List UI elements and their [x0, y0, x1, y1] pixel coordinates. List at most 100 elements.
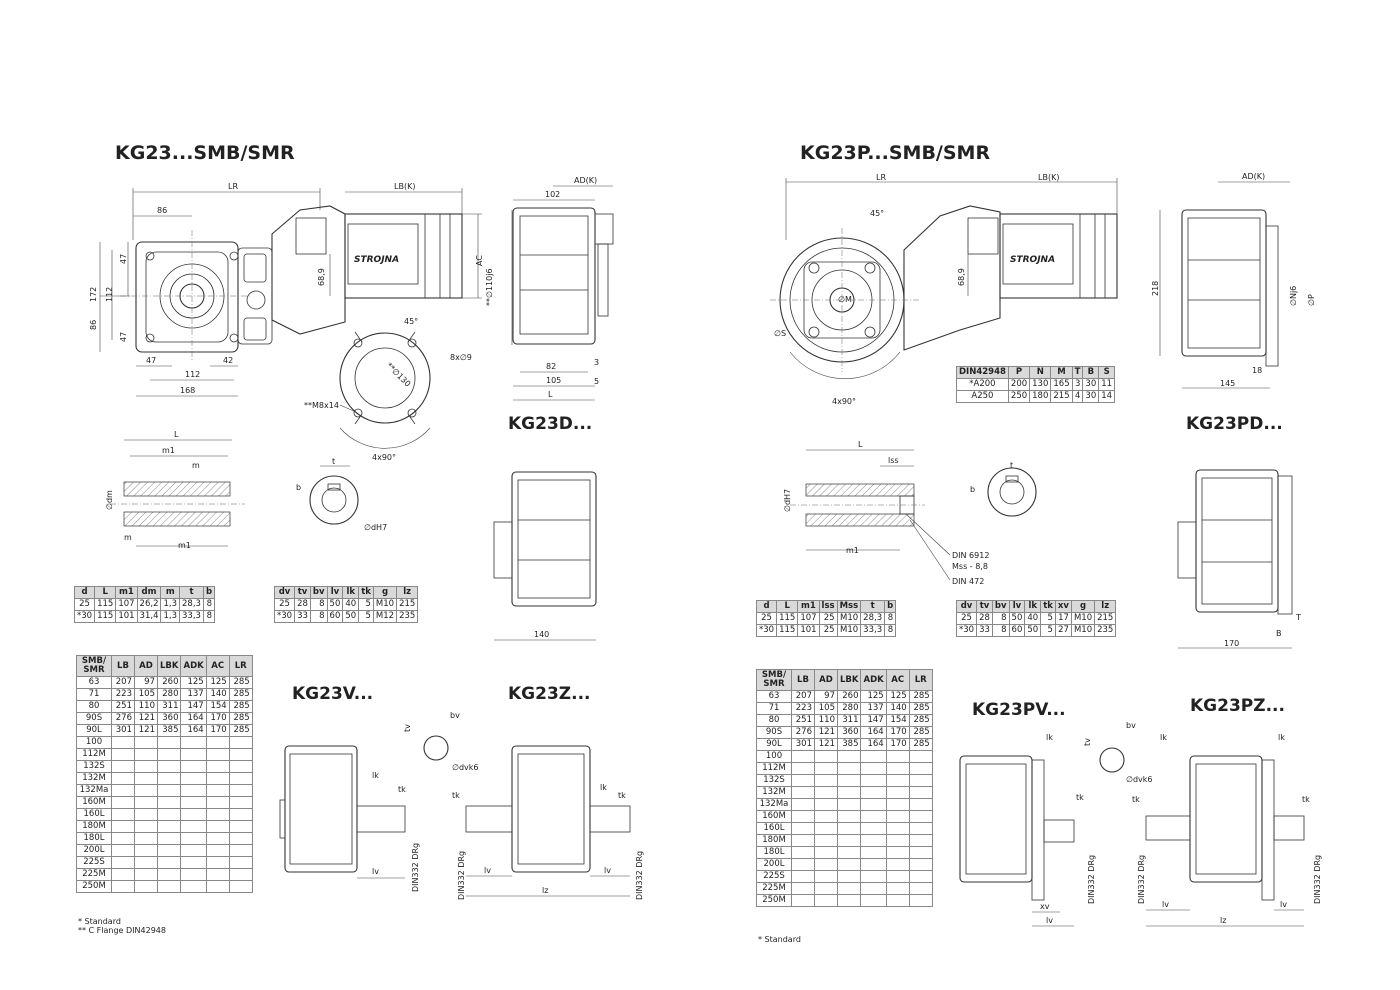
table-cell: 121 — [134, 712, 158, 725]
table-cell: 170 — [205, 712, 230, 725]
table-header-cell: Mss — [836, 600, 862, 613]
table-cell: 280 — [836, 702, 862, 715]
table-cell: 250 — [1007, 390, 1031, 403]
table-cell — [836, 894, 862, 907]
label-pv-din332: DIN332 DRg — [1087, 855, 1096, 904]
dim-pv-bv: bv — [1126, 721, 1136, 730]
table-cell — [205, 832, 230, 845]
table-cell — [228, 868, 253, 881]
table-cell — [111, 856, 135, 869]
table-cell — [156, 868, 182, 881]
table-row: 112M — [76, 748, 253, 761]
table-cell — [836, 882, 862, 895]
dim-v-bv: bv — [450, 711, 460, 720]
table-cell — [814, 870, 838, 883]
label-m8x14: **M8x14 — [304, 401, 339, 410]
table-header-cell: t — [860, 600, 886, 613]
table-cell: 132S — [76, 760, 112, 773]
dim-4x90: 4x90° — [372, 453, 396, 462]
table-cell — [205, 736, 230, 749]
table-cell — [791, 762, 815, 775]
table-cell: M10 — [372, 598, 398, 611]
table-cell — [908, 822, 933, 835]
table-cell: 285 — [908, 690, 933, 703]
table-row: 132S — [756, 774, 933, 787]
table-header-cell: b — [202, 586, 216, 599]
table-cell: 180L — [756, 846, 792, 859]
table-cell: 105 — [814, 702, 838, 715]
table-cell — [836, 762, 862, 775]
table-cell: 180M — [756, 834, 792, 847]
table-cell — [860, 762, 887, 775]
table-cell — [156, 820, 182, 833]
table-row: 132Ma — [756, 798, 933, 811]
dim-p-m1: m1 — [846, 546, 859, 555]
table-cell — [111, 772, 135, 785]
table-cell: 5 — [358, 610, 374, 623]
table-cell — [156, 796, 182, 809]
p-flange-view: ∅M ∅S 45° 4x90° — [770, 209, 920, 406]
table-cell: 100 — [756, 750, 792, 763]
table-header-cell: AC — [885, 669, 910, 691]
table-cell: 8 — [202, 610, 216, 623]
table-cell — [836, 870, 862, 883]
label-din6912: DIN 6912 — [952, 551, 989, 560]
table-cell: 285 — [228, 688, 253, 701]
table-cell — [180, 844, 207, 857]
table-cell — [836, 774, 862, 787]
dim-pv-lk: lk — [1046, 733, 1053, 742]
table-cell: 276 — [791, 726, 815, 739]
gearbox-end-view: 102 AD(K) **∅110j6 8x∅9 82 105 L 3 5 — [450, 176, 614, 401]
table-cell: 115 — [776, 612, 799, 625]
table-header-cell: g — [372, 586, 398, 599]
dim-S: ∅S — [774, 329, 786, 338]
table-cell — [885, 846, 910, 859]
table-cell: 154 — [885, 714, 910, 727]
table-cell — [885, 894, 910, 907]
table-cell — [908, 846, 933, 859]
table-header-cell: N — [1029, 366, 1052, 379]
table-cell: 14 — [1098, 390, 1116, 403]
note-standard-left: * Standard — [78, 917, 121, 926]
table-cell: 50 — [1024, 624, 1042, 637]
table-cell — [180, 808, 207, 821]
table-cell — [836, 798, 862, 811]
table-cell — [205, 808, 230, 821]
table-cell: 3 — [1071, 378, 1084, 391]
dim-shaft-m-b: m — [124, 533, 132, 542]
table-cell — [180, 820, 207, 833]
table-cell — [885, 822, 910, 835]
table-cell: 8 — [202, 598, 216, 611]
table-header-cell: d — [73, 586, 96, 599]
table-cell — [908, 774, 933, 787]
title-kg23z: KG23Z... — [508, 684, 591, 704]
table-header-cell: ADK — [860, 669, 887, 691]
dim-B: B — [1276, 629, 1282, 638]
table-header-cell: LR — [228, 655, 253, 677]
table-cell — [205, 748, 230, 761]
table-cell: 215 — [1050, 390, 1073, 403]
kg23z-view: tk lk tk DIN332 DRg DIN332 DRg lv lv lz — [452, 745, 644, 900]
table-cell — [885, 762, 910, 775]
table-cell: 40 — [342, 598, 360, 611]
table-cell: 301 — [111, 724, 135, 737]
table-cell: 11 — [1098, 378, 1116, 391]
table-cell: 17 — [1054, 612, 1072, 625]
table-header-cell: bv — [991, 600, 1010, 613]
table-cell: 130 — [1029, 378, 1052, 391]
table-cell: 8 — [884, 624, 897, 637]
table-cell: 285 — [228, 700, 253, 713]
table-cell: 251 — [791, 714, 815, 727]
label-z-din332-1: DIN332 DRg — [457, 851, 466, 900]
dim-47c: 47 — [146, 356, 156, 365]
table-row: 200L — [756, 858, 933, 871]
table-cell: 100 — [76, 736, 112, 749]
table-cell: 26,2 — [136, 598, 162, 611]
table-cell — [814, 798, 838, 811]
table-cell — [205, 784, 230, 797]
